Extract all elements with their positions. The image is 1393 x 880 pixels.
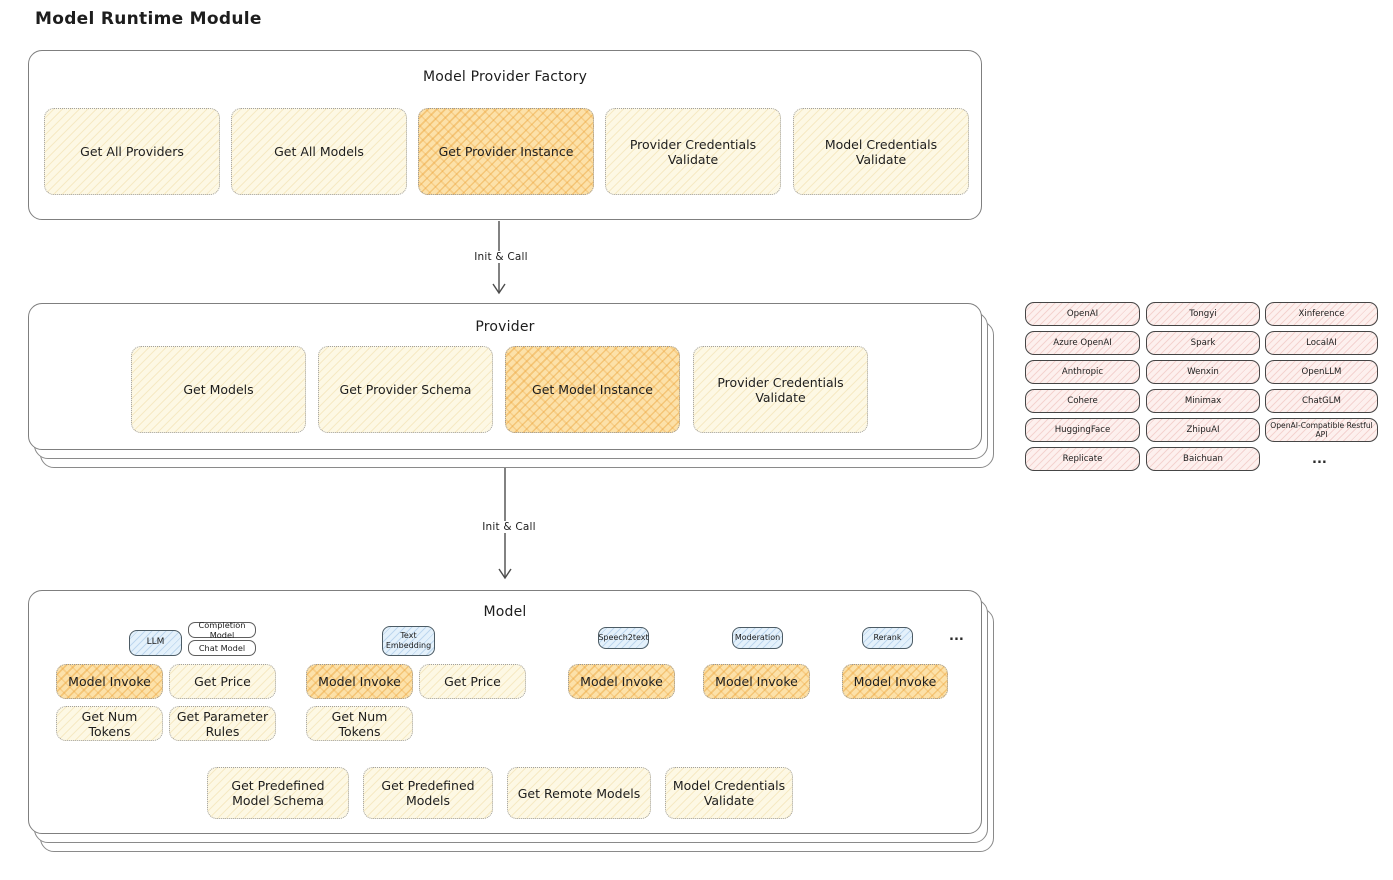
model-tags-more-ellipsis: ...	[949, 629, 964, 644]
provider-pill-baichuan: Baichuan	[1146, 447, 1260, 471]
embedding-get-num-tokens: Get Num Tokens	[306, 706, 413, 741]
init-call-label-2: Init & Call	[476, 521, 542, 533]
shared-get-remote-models: Get Remote Models	[507, 767, 651, 819]
tag-rerank: Rerank	[862, 627, 913, 649]
provider-pill-azure-openai: Azure OpenAI	[1025, 331, 1140, 355]
provider-grid-more-ellipsis: ...	[1312, 452, 1327, 467]
factory-item-get-provider-instance: Get Provider Instance	[418, 108, 594, 195]
factory-title: Model Provider Factory	[422, 69, 588, 85]
provider-pill-anthropic: Anthropic	[1025, 360, 1140, 384]
llm-get-parameter-rules: Get Parameter Rules	[169, 706, 276, 741]
embedding-get-price: Get Price	[419, 664, 526, 699]
provider-pill-openai: OpenAI	[1025, 302, 1140, 326]
init-call-label-1: Init & Call	[468, 251, 534, 263]
provider-pill-spark: Spark	[1146, 331, 1260, 355]
provider-box: Provider Get Models Get Provider Schema …	[28, 303, 982, 450]
provider-item-get-model-instance: Get Model Instance	[505, 346, 680, 433]
factory-item-get-all-providers: Get All Providers	[44, 108, 220, 195]
provider-pill-tongyi: Tongyi	[1146, 302, 1260, 326]
factory-item-model-credentials-validate: Model Credentials Validate	[793, 108, 969, 195]
provider-item-provider-credentials-validate: Provider Credentials Validate	[693, 346, 868, 433]
model-box: Model LLM Completion Model Chat Model Te…	[28, 590, 982, 834]
tag-speech2text: Speech2text	[598, 627, 649, 649]
tag-moderation: Moderation	[732, 627, 783, 649]
provider-pill-cohere: Cohere	[1025, 389, 1140, 413]
shared-get-predefined-models: Get Predefined Models	[363, 767, 493, 819]
llm-get-num-tokens: Get Num Tokens	[56, 706, 163, 741]
provider-pill-huggingface: HuggingFace	[1025, 418, 1140, 442]
moderation-model-invoke: Model Invoke	[703, 664, 810, 699]
factory-item-provider-credentials-validate: Provider Credentials Validate	[605, 108, 781, 195]
embedding-model-invoke: Model Invoke	[306, 664, 413, 699]
provider-pill-chatglm: ChatGLM	[1265, 389, 1378, 413]
provider-item-get-models: Get Models	[131, 346, 306, 433]
speech2text-model-invoke: Model Invoke	[568, 664, 675, 699]
provider-pill-minimax: Minimax	[1146, 389, 1260, 413]
rerank-model-invoke: Model Invoke	[842, 664, 948, 699]
tag-completion-model: Completion Model	[188, 620, 256, 640]
provider-pill-openllm: OpenLLM	[1265, 360, 1378, 384]
model-title: Model	[483, 604, 527, 620]
factory-item-get-all-models: Get All Models	[231, 108, 407, 195]
tag-llm: LLM	[129, 630, 182, 656]
provider-pill-zhipuai: ZhipuAI	[1146, 418, 1260, 442]
tag-chat-model: Chat Model	[188, 640, 256, 656]
provider-pill-openai-compatible-restful-api: OpenAI-Compatible Restful API	[1265, 418, 1378, 442]
tag-text-embedding: Text Embedding	[382, 626, 435, 656]
factory-box: Model Provider Factory Get All Providers…	[28, 50, 982, 220]
llm-get-price: Get Price	[169, 664, 276, 699]
provider-pill-replicate: Replicate	[1025, 447, 1140, 471]
shared-get-predefined-model-schema: Get Predefined Model Schema	[207, 767, 349, 819]
provider-title: Provider	[475, 319, 535, 335]
diagram-title: Model Runtime Module	[35, 9, 262, 29]
provider-pill-wenxin: Wenxin	[1146, 360, 1260, 384]
llm-model-invoke: Model Invoke	[56, 664, 163, 699]
provider-pill-xinference: Xinference	[1265, 302, 1378, 326]
provider-pill-localai: LocalAI	[1265, 331, 1378, 355]
shared-model-credentials-validate: Model Credentials Validate	[665, 767, 793, 819]
provider-item-get-provider-schema: Get Provider Schema	[318, 346, 493, 433]
